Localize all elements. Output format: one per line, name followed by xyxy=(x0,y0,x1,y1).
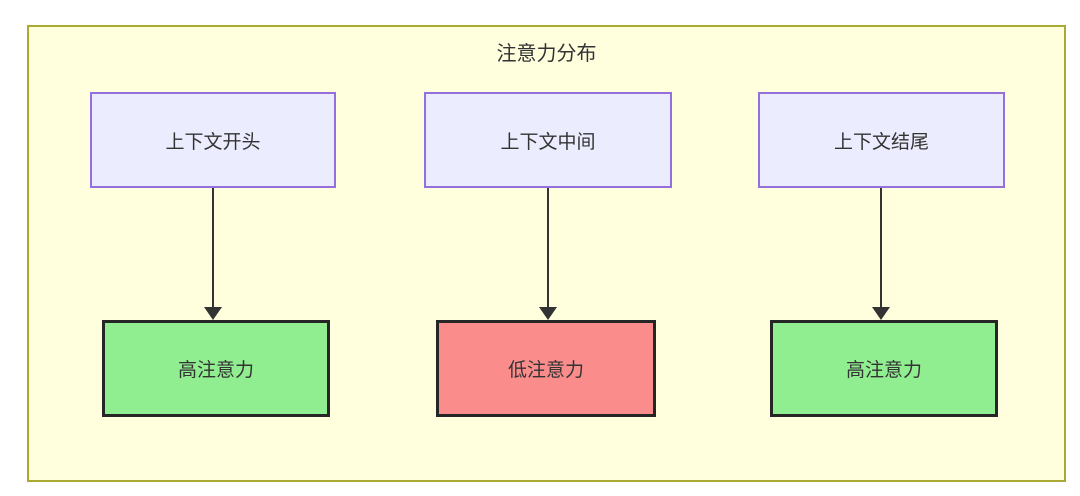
arrow-context-start-to-high-attention xyxy=(203,188,223,320)
arrowhead-down-icon xyxy=(539,307,557,320)
arrow-context-middle-to-low-attention xyxy=(538,188,558,320)
node-context-middle: 上下文中间 xyxy=(424,92,672,188)
arrowhead-down-icon xyxy=(872,307,890,320)
node-high-attention-2: 高注意力 xyxy=(770,320,998,417)
arrowhead-down-icon xyxy=(204,307,222,320)
diagram-title: 注意力分布 xyxy=(496,43,597,65)
arrow-shaft xyxy=(880,188,882,307)
node-low-attention: 低注意力 xyxy=(436,320,656,417)
node-context-end: 上下文结尾 xyxy=(758,92,1005,188)
node-context-start: 上下文开头 xyxy=(90,92,336,188)
arrow-shaft xyxy=(212,188,214,307)
arrow-shaft xyxy=(547,188,549,307)
node-high-attention-1: 高注意力 xyxy=(102,320,330,417)
arrow-context-end-to-high-attention xyxy=(871,188,891,320)
